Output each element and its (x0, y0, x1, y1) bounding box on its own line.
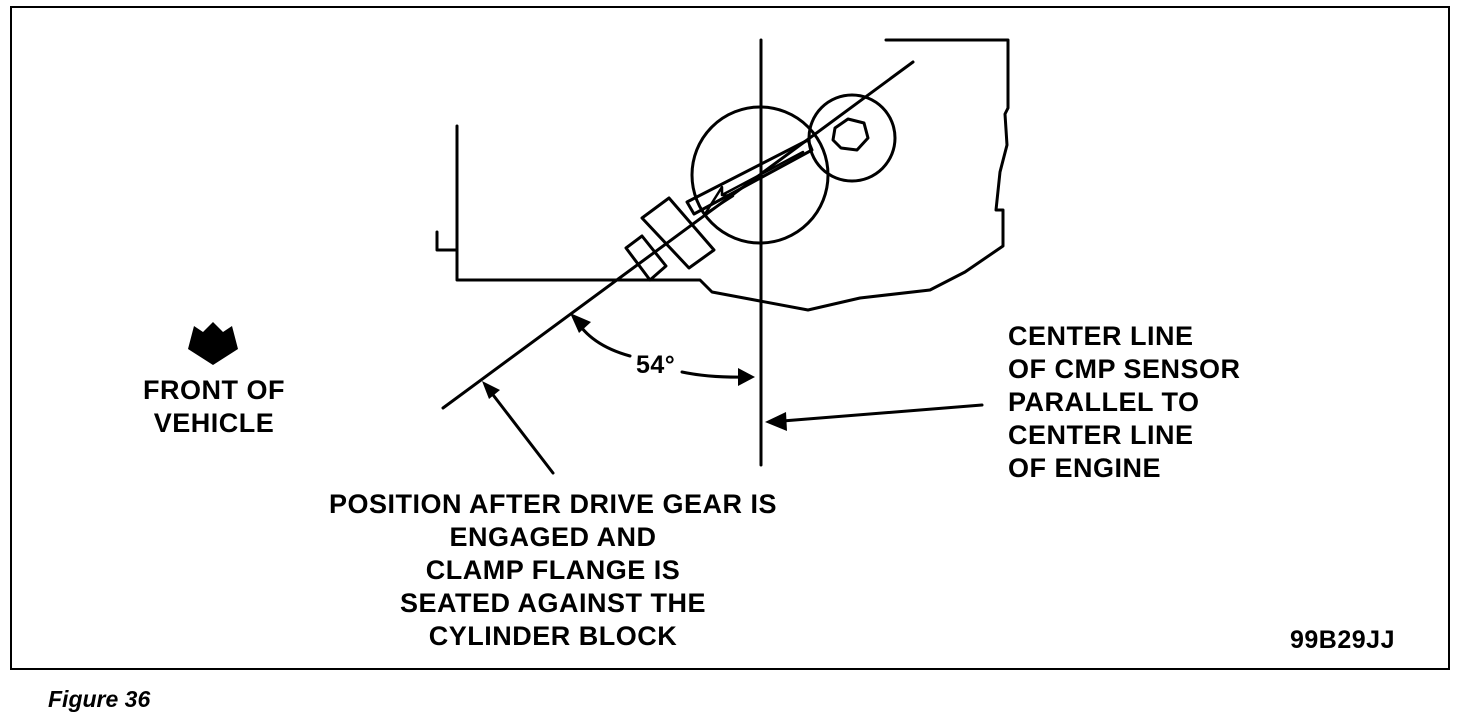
position-arrowhead (482, 381, 500, 399)
diagram-frame (10, 6, 1450, 670)
front-of-vehicle-line-2: VEHICLE (153, 408, 275, 438)
position-line-4: SEATED AGAINST THE (399, 588, 706, 618)
position-line-2: ENGAGED AND (449, 522, 657, 552)
center-line-arrowhead (765, 412, 787, 431)
front-of-vehicle-line-1: FRONT OF (143, 375, 285, 405)
position-line-3: CLAMP FLANGE IS (425, 555, 681, 585)
down-arrow-icon (188, 322, 238, 365)
center-line-line-5: OF ENGINE (1008, 453, 1162, 483)
angle-label: 54° (636, 351, 676, 379)
hex-bolt-icon (831, 117, 870, 152)
center-line-pointer (768, 403, 984, 424)
drive-arrow-icon (703, 150, 805, 216)
position-pointer (485, 385, 555, 475)
sensor-flange (640, 196, 716, 270)
center-line-line-2: OF CMP SENSOR (1008, 354, 1241, 384)
angle-arrowhead-right (738, 368, 755, 386)
figure-code: 99B29JJ (1290, 626, 1395, 654)
center-line-label: CENTER LINE OF CMP SENSOR PARALLEL TO CE… (1008, 320, 1241, 485)
angle-arrowhead-left (570, 313, 591, 333)
figure-caption: Figure 36 (48, 686, 151, 712)
position-label: POSITION AFTER DRIVE GEAR IS ENGAGED AND… (292, 488, 814, 653)
position-line-1: POSITION AFTER DRIVE GEAR IS (328, 489, 778, 519)
sensor-center-line (441, 60, 915, 410)
sensor-shaft (685, 138, 814, 216)
center-line-line-4: CENTER LINE (1008, 420, 1194, 450)
front-of-vehicle-label: FRONT OF VEHICLE (124, 374, 304, 440)
center-line-line-1: CENTER LINE (1008, 321, 1194, 351)
engine-block-outline (455, 38, 1010, 312)
bolt-boss-circle (807, 93, 897, 183)
position-line-5: CYLINDER BLOCK (428, 621, 678, 651)
center-line-line-3: PARALLEL TO (1008, 387, 1200, 417)
block-flange-step (435, 230, 459, 252)
sensor-tip (624, 234, 668, 282)
